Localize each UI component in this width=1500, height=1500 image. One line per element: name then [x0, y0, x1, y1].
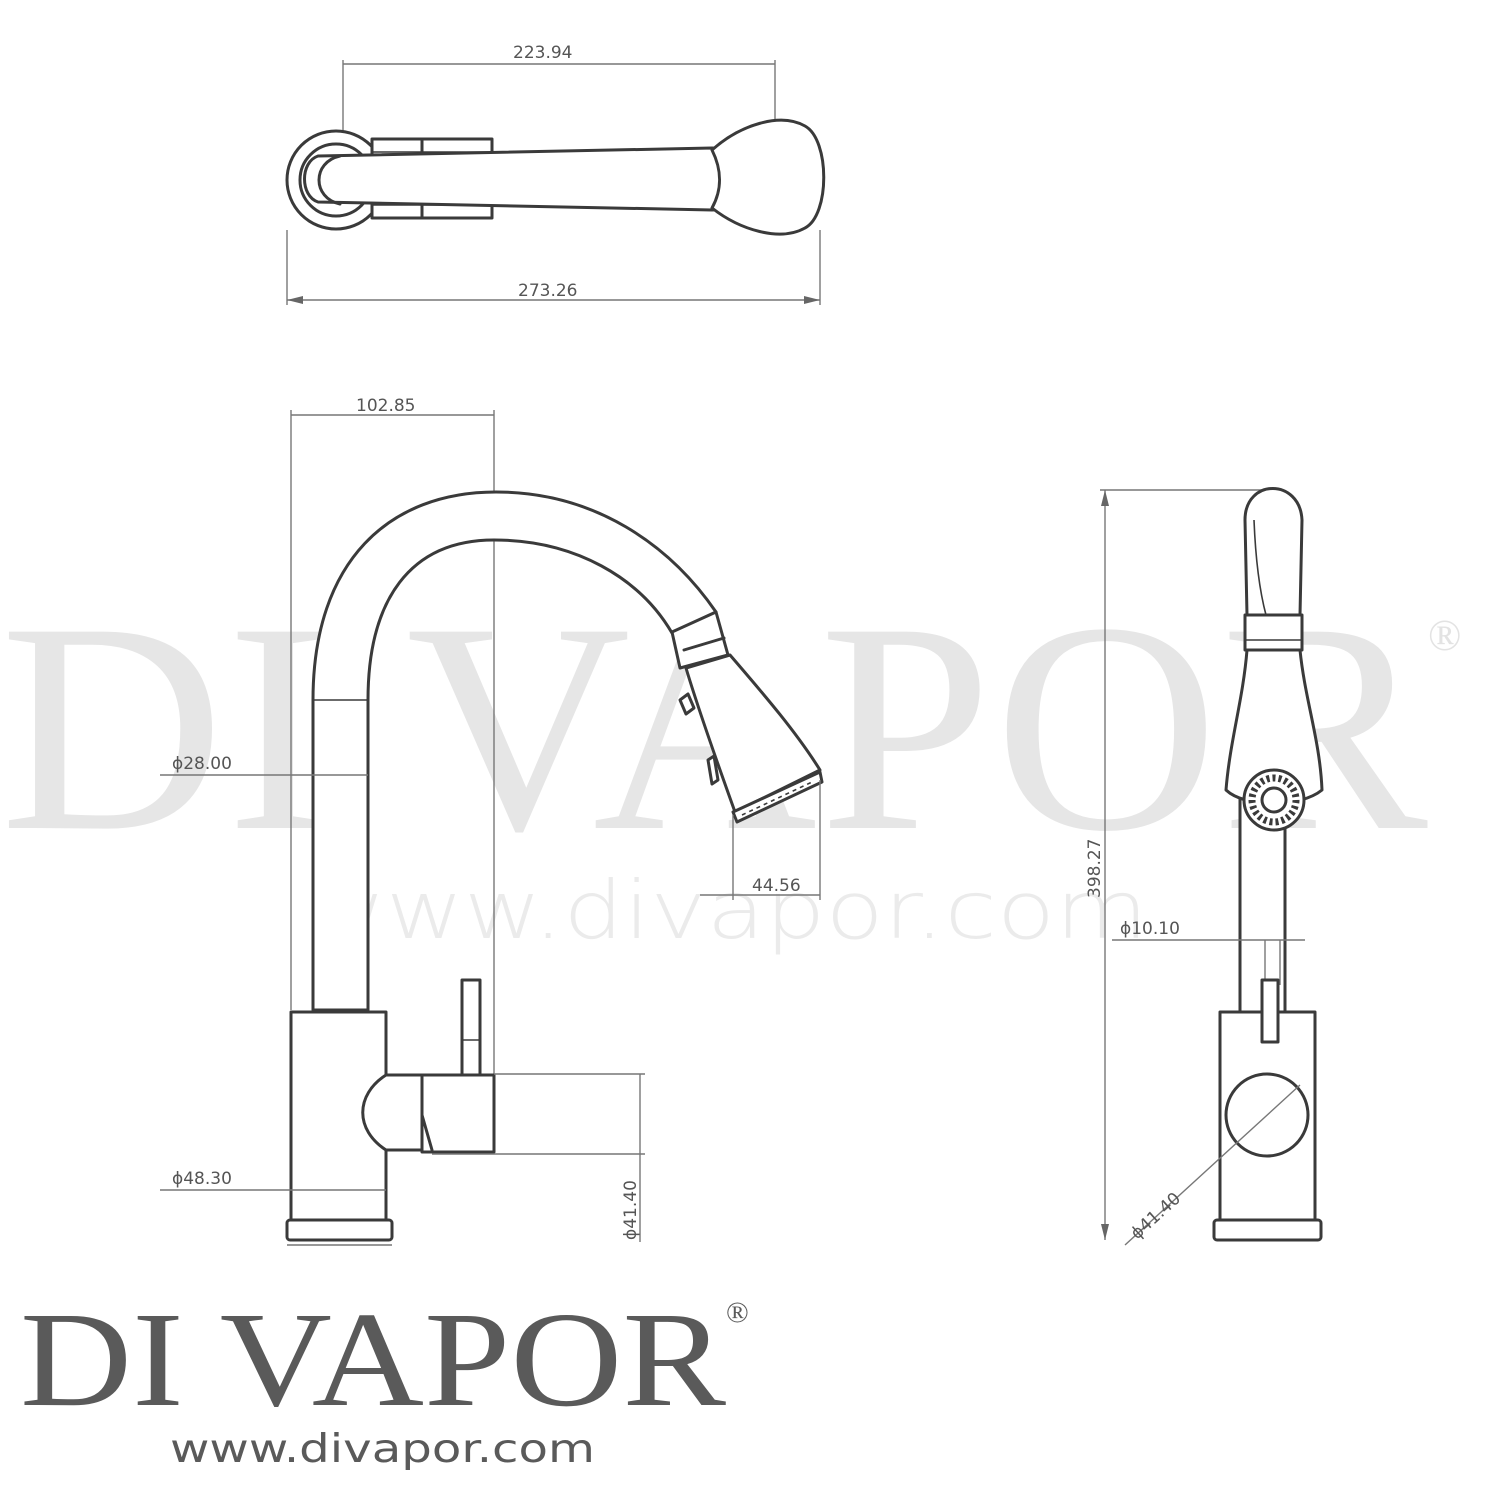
dim-spray-head-offset: 44.56 — [752, 876, 801, 896]
top-view: 223.94 273.26 — [285, 43, 826, 305]
logo-url-text: www.divapor.com — [170, 1427, 595, 1472]
dim-handle-diameter-side: ϕ41.40 — [1127, 1189, 1185, 1244]
dim-body-diameter: ϕ48.30 — [172, 1169, 232, 1189]
watermark-registered-mark: ® — [1428, 611, 1461, 660]
logo-registered-mark: ® — [726, 1296, 749, 1329]
dim-overall-height: 398.27 — [1085, 839, 1105, 898]
watermark-url: www.divapor.com — [308, 864, 1148, 957]
front-view: 102.85 44.56 ϕ28.00 ϕ48.30 — [160, 396, 824, 1246]
logo-brand-text: DI VAPOR — [20, 1285, 726, 1435]
dim-reach: 102.85 — [356, 396, 415, 416]
dim-top-spout-length: 223.94 — [513, 43, 572, 63]
dim-spout-diameter: ϕ28.00 — [172, 754, 232, 774]
dim-lever-diameter: ϕ10.10 — [1120, 919, 1180, 939]
dim-handle-diameter-front: ϕ41.40 — [621, 1180, 641, 1240]
brand-logo: DI VAPOR ® www.divapor.com — [20, 1285, 749, 1472]
dim-top-overall-length: 273.26 — [518, 281, 577, 301]
